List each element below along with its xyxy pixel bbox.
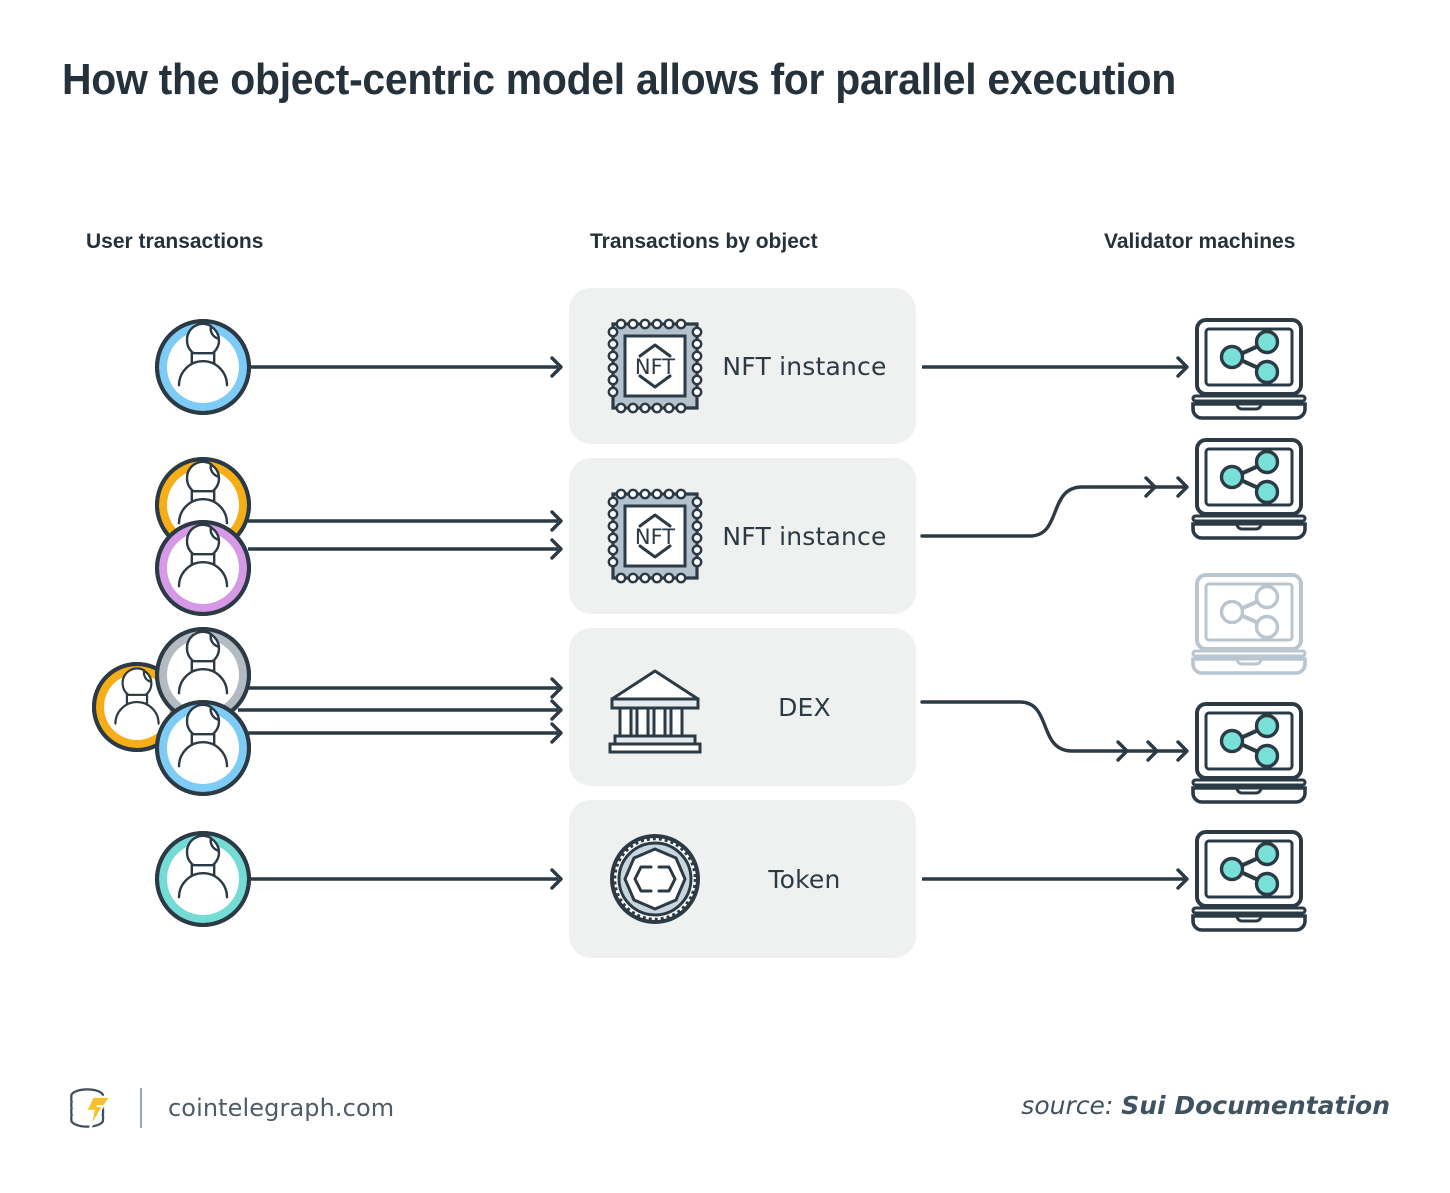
validator-laptop-idle[interactable] [1191,573,1307,675]
source-prefix: source: [1021,1091,1122,1120]
footer-brand: cointelegraph.com [62,1080,394,1136]
column-header-objects: Transactions by object [590,230,818,253]
validator-laptop[interactable] [1191,702,1307,804]
column-header-validators: Validator machines [1104,230,1296,253]
validator-laptop[interactable] [1191,830,1307,932]
validator-connector-row2 [920,476,1189,538]
object-card-label: Token [768,864,841,894]
footer-site-label[interactable]: cointelegraph.com [168,1094,395,1122]
object-card-label: NFT instance [722,351,887,381]
object-card-token[interactable]: Token [569,800,916,958]
validator-laptop[interactable] [1191,318,1307,420]
object-card-label: NFT instance [722,521,887,551]
avatar-purple[interactable] [155,520,251,616]
footer-source: source: Sui Documentation [1021,1091,1390,1120]
object-card-dex[interactable]: DEX [569,628,916,786]
avatar-blue[interactable] [155,319,251,415]
cointelegraph-logo-icon [70,1088,112,1130]
user-arrow-row3-a [248,677,563,699]
validator-connector-row4 [922,868,1189,890]
object-card-nft-2[interactable]: NFT NFT instance [569,458,916,614]
object-card-nft-1[interactable]: NFT NFT instance [569,288,916,444]
nft-stamp-icon: NFT [599,316,711,416]
user-arrow-row4 [250,868,563,890]
avatar-orange[interactable] [155,457,251,553]
nft-icon-label: NFT [635,355,675,379]
validator-connector-row1 [922,356,1189,378]
user-arrow-row2-b [248,538,563,560]
object-card-label: DEX [778,692,831,722]
validator-laptop[interactable] [1191,438,1307,540]
validator-connector-row3 [920,700,1189,762]
avatar-gray[interactable] [155,627,251,723]
svg-text:NFT: NFT [635,525,675,549]
column-header-users: User transactions [86,230,264,253]
bank-columns-icon [599,657,711,757]
coin-token-icon [599,829,711,929]
user-arrow-row3-b [238,699,563,721]
avatar-orange[interactable] [92,662,182,752]
user-arrow-row1 [250,356,563,378]
footer-divider [140,1088,142,1128]
page-title: How the object-centric model allows for … [62,55,1176,104]
user-arrow-row2-a [248,510,563,532]
user-arrow-row3-c [248,722,563,744]
nft-stamp-icon: NFT [599,486,711,586]
avatar-blue[interactable] [155,700,251,796]
avatar-teal[interactable] [155,831,251,927]
source-name: Sui Documentation [1121,1091,1390,1120]
